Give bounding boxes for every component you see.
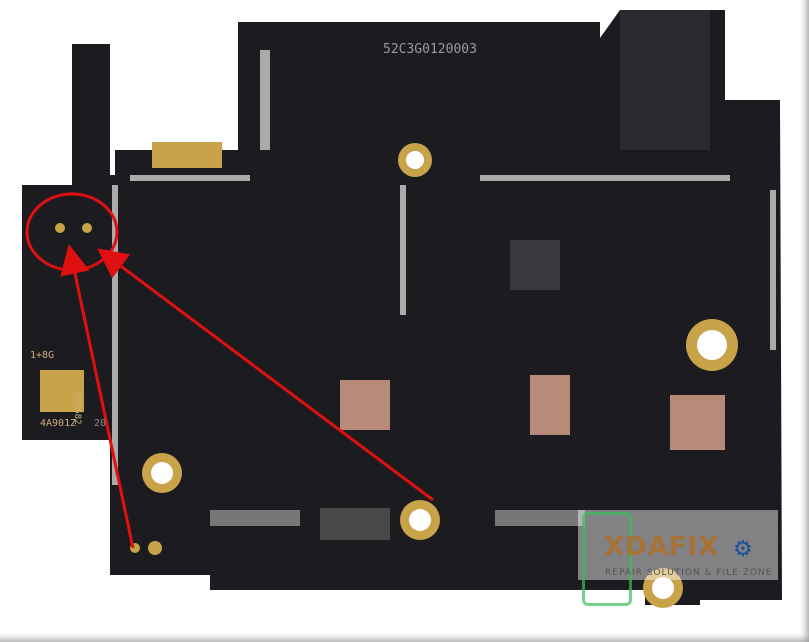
- gold-pad: [152, 142, 222, 168]
- gear-icon: ⚙: [733, 537, 753, 562]
- phone-icon: [582, 512, 632, 606]
- soc-chip: [510, 240, 560, 290]
- memory-label: 1+8G: [30, 350, 55, 361]
- test-point: [82, 223, 92, 233]
- arrow-annotation: [97, 248, 434, 502]
- audio-jack: [620, 10, 710, 150]
- side-mark: 20: [94, 418, 107, 429]
- test-point: [55, 223, 65, 233]
- board-serial: 52C3G0120003: [383, 42, 477, 57]
- watermark-subtitle: REPAIR SOLUTION & FILE ZONE: [605, 568, 773, 578]
- vertical-code: 059582: [72, 392, 82, 425]
- arrow-annotation: [60, 244, 135, 549]
- datamatrix-code: [40, 370, 84, 412]
- code-label: 4A901Z: [40, 418, 77, 429]
- watermark: [578, 510, 778, 580]
- watermark-title: XDAFIX: [604, 532, 720, 562]
